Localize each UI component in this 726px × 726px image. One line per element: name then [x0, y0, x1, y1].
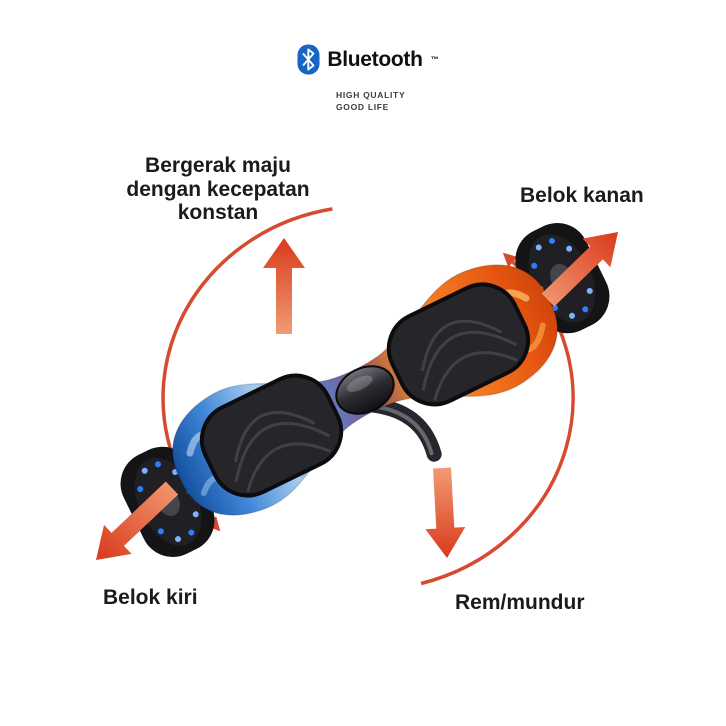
- foot-pad-right: [386, 282, 531, 407]
- tagline-line-1: HIGH QUALITY: [336, 90, 406, 100]
- direction-arrows: [96, 232, 618, 560]
- label-forward-line-2: dengan kecepatan: [126, 177, 310, 201]
- label-forward-line-1: Bergerak maju: [145, 154, 291, 177]
- label-turn-right: Belok kanan: [520, 184, 644, 207]
- center-bracket: [367, 397, 442, 462]
- label-forward-line-3: konstan: [177, 201, 259, 225]
- arrow-up-right-icon: [541, 232, 618, 307]
- brand-tagline: HIGH QUALITY GOOD LIFE: [336, 90, 405, 114]
- label-forward: Bergerak maju dengan kecepatan konstan: [108, 154, 328, 225]
- hoverboard: [120, 223, 610, 557]
- arrow-up-icon: [263, 238, 305, 334]
- trademark-symbol: ™: [430, 55, 439, 64]
- arrow-down-left-icon: [96, 481, 179, 560]
- brand-header: Bluetooth ™: [0, 44, 726, 75]
- center-cap: [335, 365, 395, 415]
- label-turn-left: Belok kiri: [103, 586, 198, 609]
- arrow-down-icon: [425, 467, 466, 558]
- brand-name: Bluetooth: [327, 47, 423, 71]
- bluetooth-icon: [297, 44, 320, 75]
- label-brake-reverse: Rem/mundur: [455, 591, 585, 614]
- foot-pad-left: [199, 373, 344, 498]
- tagline-line-2: GOOD LIFE: [336, 101, 390, 112]
